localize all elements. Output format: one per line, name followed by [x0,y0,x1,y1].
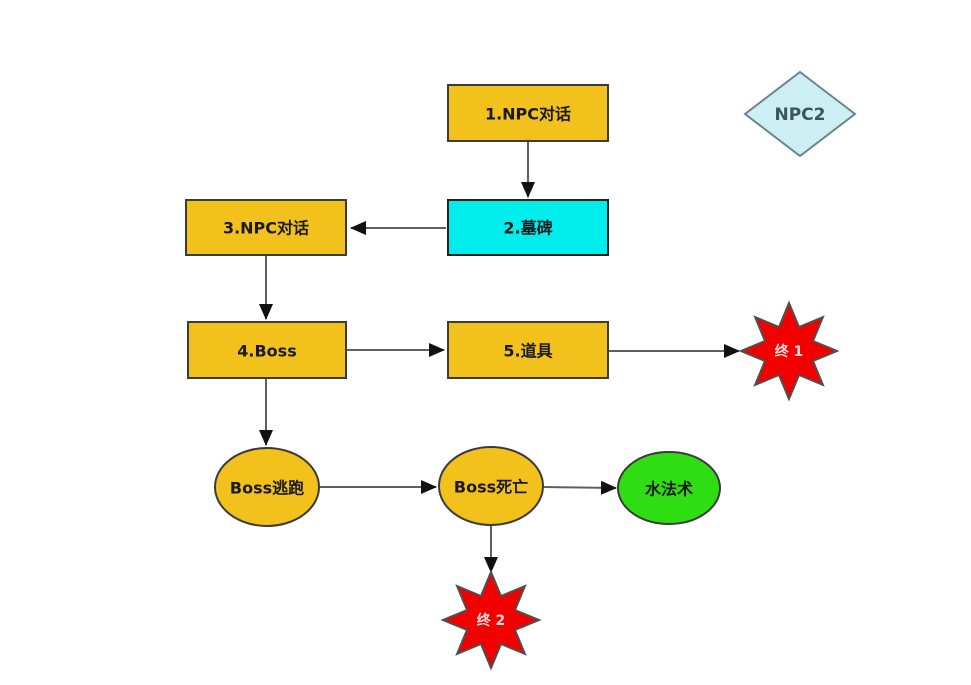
step1-label: 1.NPC对话 [485,105,571,124]
node-step3: 3.NPC对话 [185,199,347,256]
node-boss-escape: Boss逃跑 [214,447,320,527]
node-end2: 终 2 [440,569,542,671]
node-end1: 终 1 [738,300,840,402]
npc2-diamond [743,70,857,158]
end2-label: 终 2 [477,612,506,629]
step2-box [447,199,609,256]
step2-label: 2.墓碑 [503,219,552,238]
step3-box [185,199,347,256]
node-step4: 4.Boss [187,321,347,379]
end2-star [440,569,542,671]
node-step2: 2.墓碑 [447,199,609,256]
boss-escape-ellipse [214,447,320,527]
step1-box [447,84,609,142]
node-step5: 5.道具 [447,321,609,379]
node-step1: 1.NPC对话 [447,84,609,142]
end1-star [738,300,840,402]
node-boss-death: Boss死亡 [438,446,544,526]
step5-label: 5.道具 [503,342,552,361]
npc2-label: NPC2 [775,105,826,125]
node-water-spell: 水法术 [617,451,721,525]
water-spell-ellipse [617,451,721,525]
boss-death-ellipse [438,446,544,526]
end1-label: 终 1 [775,343,804,360]
boss-death-label: Boss死亡 [454,478,528,497]
step4-box [187,321,347,379]
edge-boss-death-water-spell [542,480,617,495]
boss-escape-label: Boss逃跑 [230,479,304,498]
water-spell-label: 水法术 [645,480,693,499]
step4-label: 4.Boss [237,342,296,361]
step3-label: 3.NPC对话 [223,219,309,238]
node-npc2: NPC2 [743,70,857,158]
step5-box [447,321,609,379]
